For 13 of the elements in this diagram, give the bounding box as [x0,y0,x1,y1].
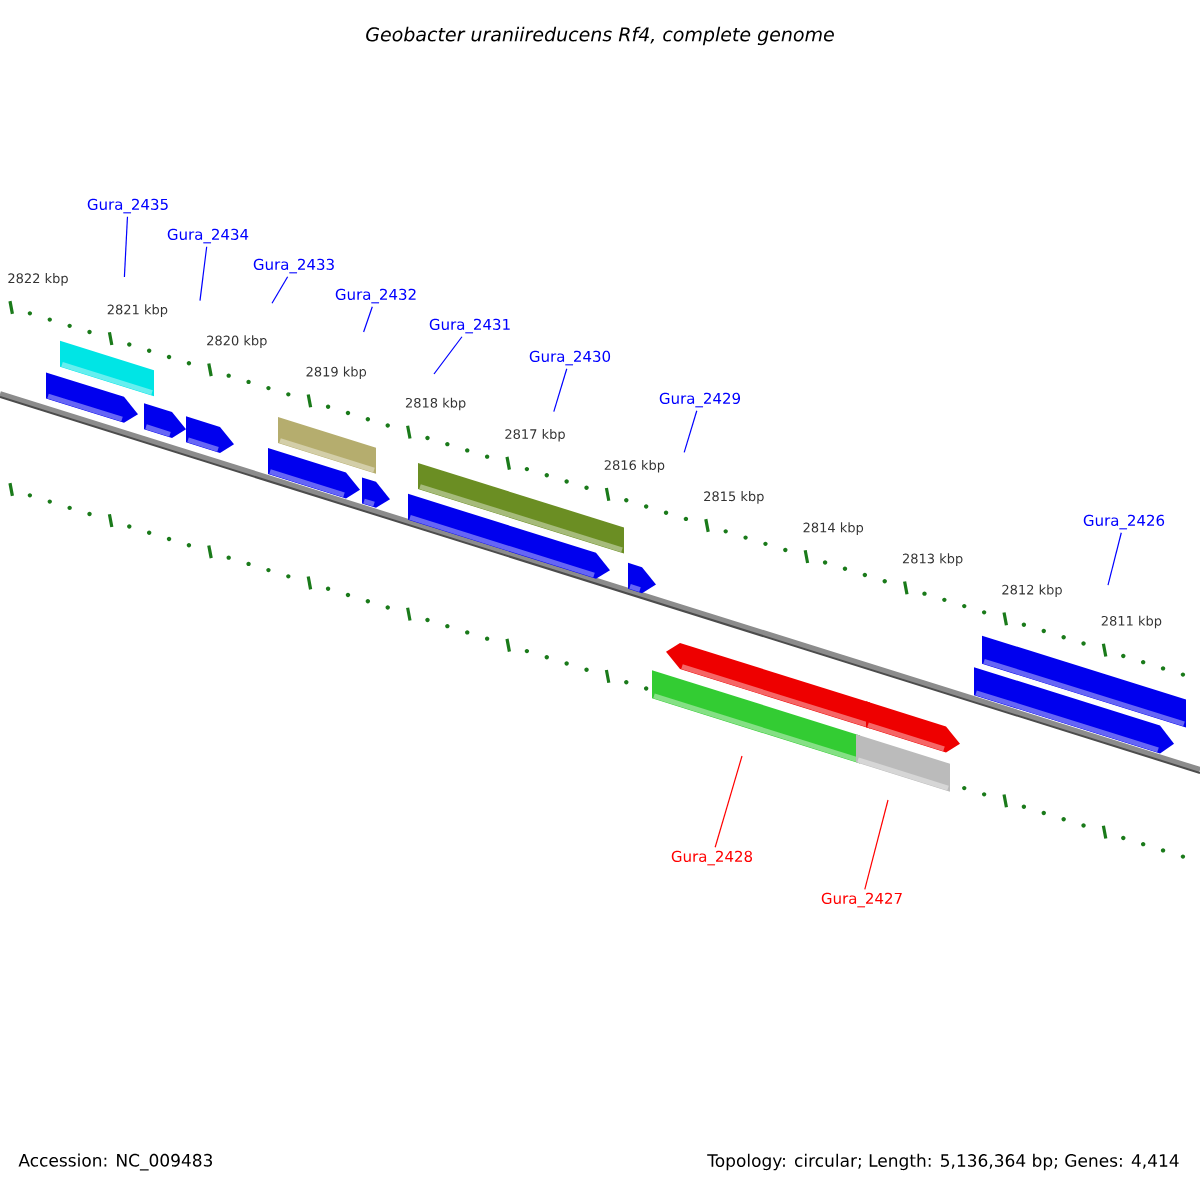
genome-summary-text: Topology: circular; Length: 5,136,364 bp; Genes: 4,414 [707,1153,1179,1171]
leader-line [363,306,373,333]
leader-line [433,336,463,375]
leader-line [683,410,698,453]
leader-line [199,246,208,302]
leader-line [714,755,743,848]
leader-line [864,799,889,890]
title: Geobacter uraniireducens Rf4, complete genome [366,26,834,46]
leader-line [123,216,129,278]
leader-line [271,276,289,304]
accession-text: Accession: NC_009483 [18,1153,212,1171]
leader-line [553,368,568,413]
leader-line [1107,532,1122,586]
